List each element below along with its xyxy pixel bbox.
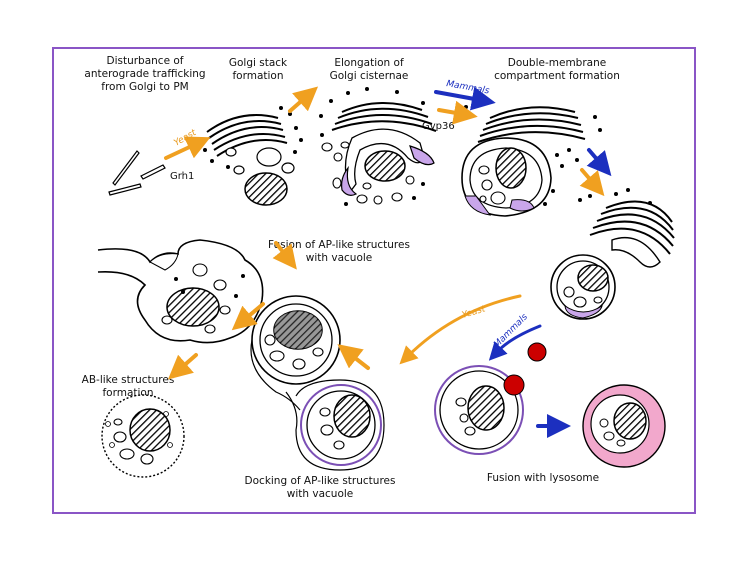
svg-text:Golgi cisternae: Golgi cisternae — [330, 70, 409, 82]
lysosome-vesicle — [527, 342, 547, 362]
label-disturbance: Disturbance of anterograde trafficking f… — [84, 55, 205, 93]
yeast-arrow — [167, 353, 198, 380]
yeast-arrow — [579, 168, 605, 197]
svg-text:compartment formation: compartment formation — [494, 70, 620, 82]
lysosome-vesicle — [503, 374, 525, 396]
svg-text:AB-like structures: AB-like structures — [82, 374, 175, 386]
mammals-arrow — [488, 324, 542, 361]
label-lysosome: Fusion with lysosome — [487, 472, 599, 484]
golgi-stack-1 — [203, 106, 303, 206]
yeast-ap-docking — [285, 379, 385, 471]
svg-text:Golgi stack: Golgi stack — [229, 57, 288, 69]
label-gvp36: Gvp36 — [422, 121, 455, 132]
yeast-arrow — [272, 241, 297, 270]
svg-text:Fusion of AP-like structures: Fusion of AP-like structures — [268, 239, 410, 251]
vacuole-fused — [97, 239, 264, 344]
double-membrane-compartment — [461, 96, 602, 217]
yeast-arrow — [337, 344, 370, 370]
yeast-arrow — [231, 302, 265, 331]
svg-text:formation: formation — [232, 70, 283, 82]
svg-text:with vacuole: with vacuole — [306, 252, 373, 264]
diagram-frame — [52, 47, 696, 514]
compartment-right — [550, 188, 675, 320]
er-tubules — [108, 150, 166, 196]
mammal-arrows — [434, 86, 612, 438]
yeast-label: Yeast — [461, 304, 487, 321]
svg-text:anterograde trafficking: anterograde trafficking — [84, 68, 205, 80]
yeast-arrow-long — [399, 294, 522, 365]
svg-text:Docking of AP-like structures: Docking of AP-like structures — [245, 475, 396, 487]
label-double-membrane: Double-membrane compartment formation — [494, 57, 620, 82]
lysosome-fused — [582, 384, 666, 468]
mammal-ap-docking — [434, 342, 547, 455]
svg-text:Elongation of: Elongation of — [334, 57, 404, 69]
mammals-arrow — [586, 148, 612, 177]
svg-text:Disturbance of: Disturbance of — [106, 55, 183, 67]
mammals-label: Mammals — [492, 312, 530, 350]
label-ab-like: AB-like structures formation — [82, 374, 175, 399]
yeast-arrow — [288, 86, 319, 113]
svg-text:from Golgi to PM: from Golgi to PM — [101, 81, 188, 93]
yeast-ap-fusion — [250, 295, 341, 411]
yeast-arrow — [164, 136, 211, 160]
mammals-arrow — [434, 86, 496, 111]
svg-text:with vacuole: with vacuole — [287, 488, 354, 500]
yeast-arrow — [437, 100, 478, 125]
label-grh1: Grh1 — [170, 171, 194, 182]
svg-text:Double-membrane: Double-membrane — [508, 57, 606, 69]
golgi-elongation — [319, 87, 437, 206]
yeast-arrows — [164, 86, 605, 380]
label-fusion-ap: Fusion of AP-like structures with vacuol… — [268, 239, 410, 264]
ab-like-body — [101, 394, 185, 478]
mitochondrion — [244, 172, 288, 206]
label-golgi-stack: Golgi stack formation — [229, 57, 288, 82]
label-docking: Docking of AP-like structures with vacuo… — [245, 475, 396, 500]
label-elongation: Elongation of Golgi cisternae — [330, 57, 409, 82]
